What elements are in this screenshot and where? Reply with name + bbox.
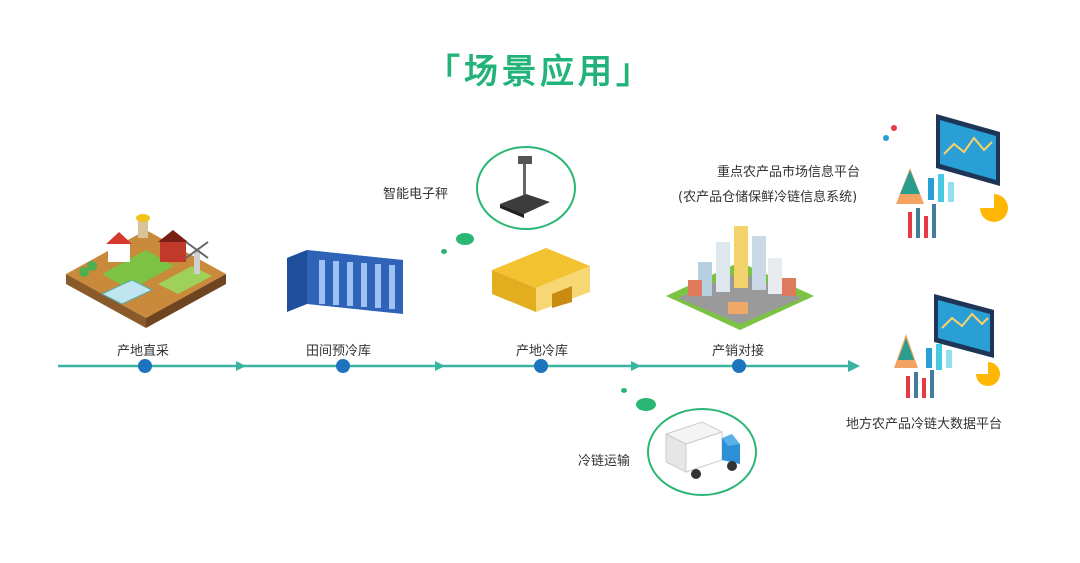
stage-node-1 <box>138 359 152 373</box>
stage-label-2: 田间预冷库 <box>306 340 371 359</box>
market-platform-dashboard-icon <box>876 108 1022 248</box>
timeline-arrow-2 <box>435 361 445 371</box>
stage-node-2 <box>336 359 350 373</box>
scale-label: 智能电子秤 <box>383 183 448 202</box>
stage-label-1: 产地直采 <box>117 340 169 359</box>
electronic-scale-icon <box>496 154 552 220</box>
timeline-arrow-end <box>848 360 860 372</box>
bigdata-platform-dashboard-icon <box>876 288 1016 404</box>
stage-label-3: 产地冷库 <box>516 340 568 359</box>
stage-label-4: 产销对接 <box>712 340 764 359</box>
bubble-dot-small <box>441 249 447 254</box>
bubble-dot-large-2 <box>636 398 656 411</box>
stage-node-3 <box>534 359 548 373</box>
bubble-dot-small-2 <box>621 388 627 393</box>
refrigerated-truck-icon <box>662 418 744 484</box>
timeline-arrow-3 <box>631 361 641 371</box>
bigdata-platform-label: 地方农产品冷链大数据平台 <box>846 413 1002 432</box>
cold-storage-illustration <box>490 244 594 314</box>
precool-warehouse-illustration <box>285 248 405 316</box>
farm-illustration <box>62 212 230 330</box>
transport-label: 冷链运输 <box>578 450 630 469</box>
bubble-dot-large <box>456 233 474 245</box>
city-illustration <box>664 222 816 332</box>
market-platform-sublabel: (农产品仓储保鲜冷链信息系统) <box>678 186 857 205</box>
timeline-arrow-1 <box>236 361 246 371</box>
market-platform-label: 重点农产品市场信息平台 <box>717 161 860 180</box>
stage-node-4 <box>732 359 746 373</box>
